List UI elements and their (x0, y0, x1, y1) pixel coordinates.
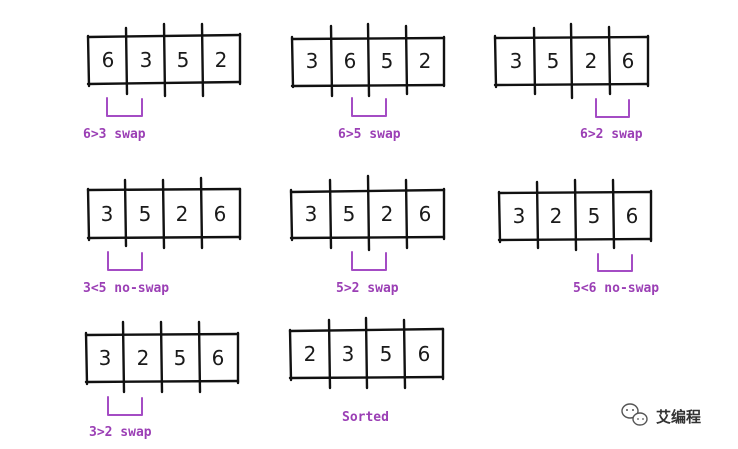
step-1: 6 3 5 2 6>3 swap (83, 22, 242, 142)
step-8: 2 3 5 6 Sorted (288, 316, 445, 425)
array-cell: 5 (547, 49, 560, 73)
step-label: 5<6 no-swap (573, 281, 659, 296)
step-4: 3 5 2 6 3<5 no-swap (83, 176, 242, 296)
array-cell: 3 (305, 202, 318, 226)
watermark: 艾编程 (621, 403, 701, 426)
array-cell: 2 (304, 342, 317, 366)
step-6: 3 2 5 6 5<6 no-swap (497, 178, 659, 296)
array-cell: 6 (622, 49, 635, 73)
array-box (86, 22, 242, 98)
array-cell: 6 (626, 204, 639, 228)
array-cell: 5 (343, 202, 356, 226)
array-cell: 3 (513, 204, 526, 228)
array-cell: 5 (177, 48, 190, 72)
wechat-icon (621, 403, 648, 426)
array-cell: 3 (99, 346, 112, 370)
array-cell: 3 (342, 342, 355, 366)
watermark-text: 艾编程 (656, 408, 701, 426)
array-cell: 6 (344, 49, 357, 73)
array-cell: 6 (212, 346, 225, 370)
step-label: 6>5 swap (338, 127, 401, 142)
array-cell: 3 (510, 49, 523, 73)
array-box (493, 22, 650, 100)
array-box (290, 22, 446, 98)
array-cell: 2 (419, 49, 432, 73)
array-cell: 5 (588, 204, 601, 228)
array-cell: 3 (306, 49, 319, 73)
step-label: 3>2 swap (89, 425, 152, 440)
array-cell: 6 (419, 202, 432, 226)
step-label: 5>2 swap (336, 281, 399, 296)
step-label: 6>3 swap (83, 127, 146, 142)
array-cell: 2 (215, 48, 228, 72)
array-cell: 3 (140, 48, 153, 72)
array-box (86, 176, 242, 250)
array-box (497, 178, 653, 252)
array-cell: 6 (214, 202, 227, 226)
comparison-bracket (107, 251, 143, 271)
array-box (84, 320, 240, 394)
step-3: 3 5 2 6 6>2 swap (493, 22, 650, 142)
step-5: 3 5 2 6 5>2 swap (289, 174, 446, 296)
step-label: Sorted (342, 410, 389, 425)
array-cell: 2 (176, 202, 189, 226)
step-label: 6>2 swap (580, 127, 643, 142)
array-cell: 2 (137, 346, 150, 370)
array-cell: 2 (550, 204, 563, 228)
step-2: 3 6 5 2 6>5 swap (290, 22, 446, 142)
array-cell: 6 (102, 48, 115, 72)
array-cell: 2 (585, 49, 598, 73)
array-cell: 2 (381, 202, 394, 226)
array-cell: 3 (101, 202, 114, 226)
comparison-bracket (595, 98, 630, 118)
array-cell: 5 (380, 342, 393, 366)
step-label: 3<5 no-swap (83, 281, 169, 296)
array-cell: 6 (418, 342, 431, 366)
comparison-bracket (597, 253, 633, 272)
array-cell: 5 (381, 49, 394, 73)
comparison-bracket (351, 97, 387, 117)
array-cell: 5 (174, 346, 187, 370)
step-7: 3 2 5 6 3>2 swap (84, 320, 240, 440)
array-cell: 5 (139, 202, 152, 226)
comparison-bracket (351, 251, 387, 271)
comparison-bracket (106, 97, 143, 117)
comparison-bracket (107, 396, 143, 416)
array-box (288, 316, 445, 390)
array-box (289, 174, 446, 252)
